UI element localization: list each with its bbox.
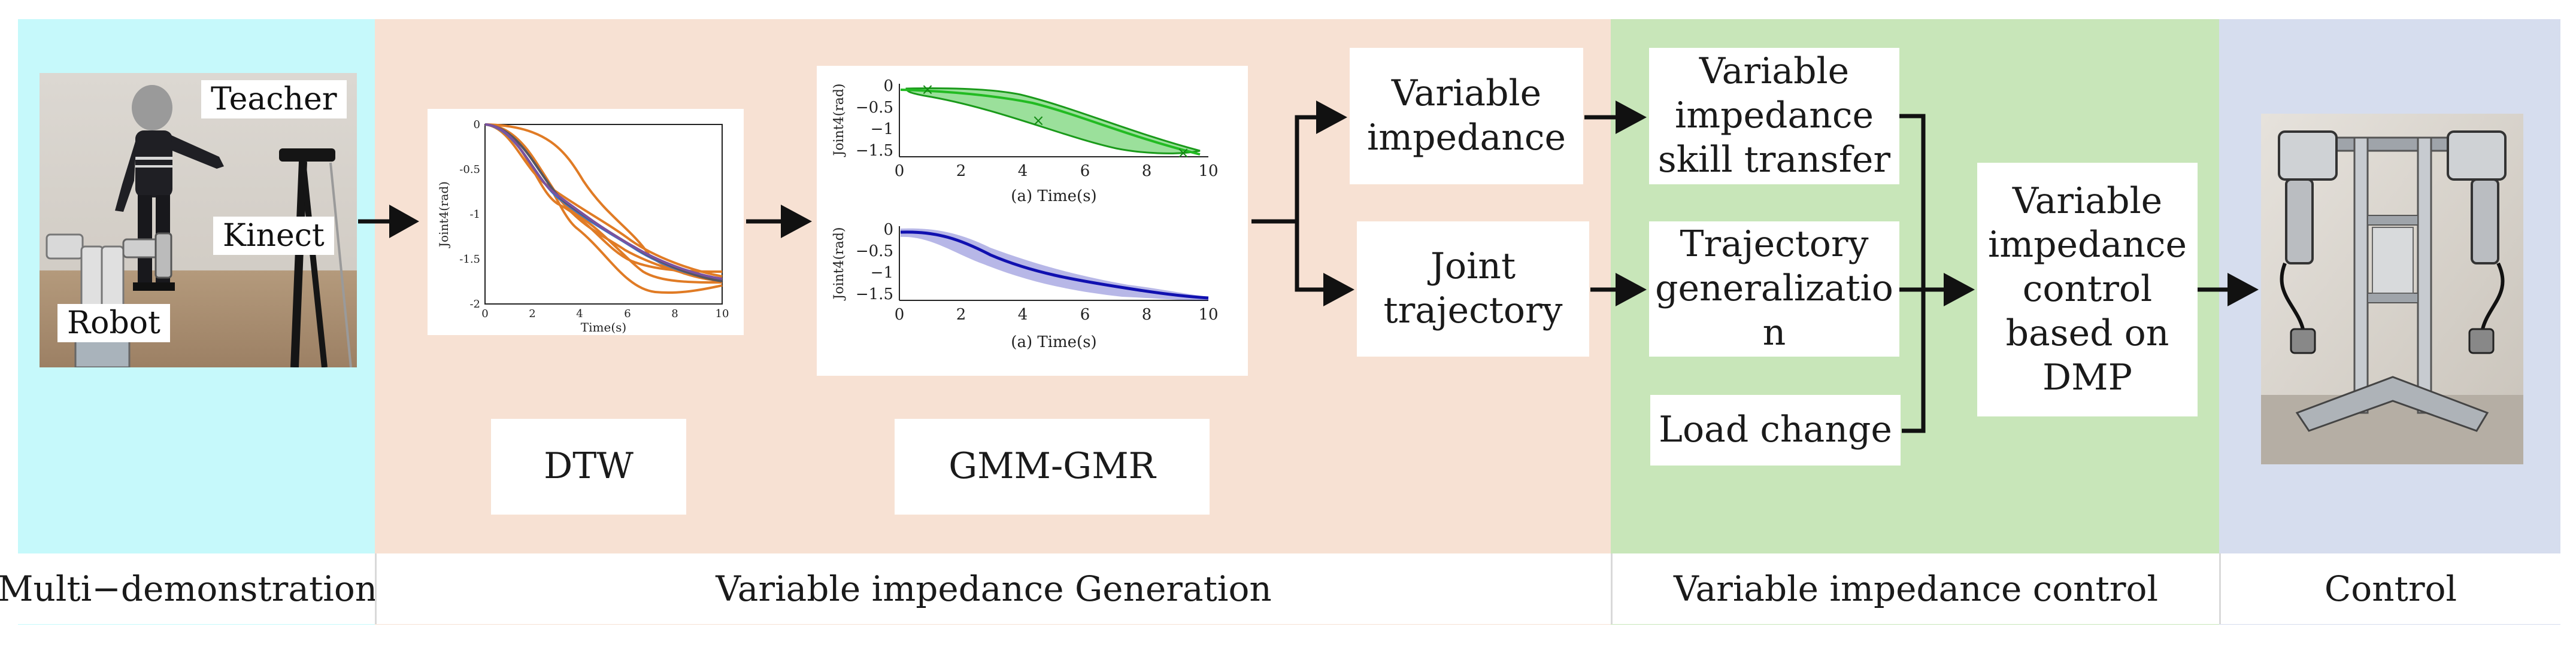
gmm-bottom-ylabel: Joint4(rad) xyxy=(832,227,847,301)
gmm-center-marker: × xyxy=(1177,144,1190,162)
gmm-bottom-xtick: 6 xyxy=(1080,306,1090,324)
dtw-curve xyxy=(484,123,723,278)
gmm-bottom-ytick: 0 xyxy=(883,221,893,239)
stage-label-demonstrations: Multi−demonstrations xyxy=(0,553,395,624)
gmm-bottom-xtick: 0 xyxy=(895,306,905,324)
gmm-top-ytick: −0.5 xyxy=(856,99,893,117)
gmm-top-xtick: 0 xyxy=(895,162,905,180)
gmm-center-marker: × xyxy=(921,81,934,99)
dmp-control-node: Variable impedance control based on DMP xyxy=(1977,163,2198,416)
dtw-plot-frame xyxy=(484,124,723,305)
dtw-label: DTW xyxy=(491,419,686,515)
variable-impedance-node: Variable impedance xyxy=(1350,48,1583,184)
joint-trajectory-node: Joint trajectory xyxy=(1357,221,1589,357)
gmm-top-xtick: 10 xyxy=(1198,162,1218,180)
dtw-curve xyxy=(484,123,723,294)
gmm-gmr-label: GMM-GMR xyxy=(895,419,1210,515)
gmm-top-ytick: 0 xyxy=(883,77,893,95)
gmm-bottom-xtick: 8 xyxy=(1142,306,1152,324)
gmm-bottom-xtick: 4 xyxy=(1018,306,1028,324)
arrowhead xyxy=(2228,273,2259,306)
arrowhead xyxy=(1316,101,1347,134)
dtw-ytick: -2 xyxy=(469,298,480,311)
gmm-top-ytick: −1.5 xyxy=(856,142,893,160)
gmm-center-marker: × xyxy=(1032,112,1045,130)
dtw-ytick: -1.5 xyxy=(459,253,480,266)
arrowhead xyxy=(1616,101,1647,134)
load-change-node: Load change xyxy=(1650,395,1901,466)
dtw-xtick: 0 xyxy=(481,308,488,320)
gmm-bottom-xlabel: (a) Time(s) xyxy=(1011,333,1096,351)
dtw-ytick: -1 xyxy=(469,208,480,221)
dtw-xtick: 6 xyxy=(624,308,631,320)
dtw-curve xyxy=(484,123,723,280)
dtw-ytick: 0 xyxy=(474,118,480,131)
arrowhead xyxy=(1323,273,1354,306)
arrow-to-joint-trajectory xyxy=(1295,221,1323,292)
dtw-curve xyxy=(484,123,723,282)
stage-separator xyxy=(2219,553,2221,624)
stage-label-control: Control xyxy=(2221,553,2560,624)
gmm-gmr-plot: 0 −0.5 −1 −1.5 0 2 4 6 8 10 (a) Time(s) … xyxy=(817,66,1248,376)
stage-separator xyxy=(375,553,377,624)
demonstration-photo: Teacher Kinect Robot xyxy=(40,73,357,367)
arrow-to-variable-impedance xyxy=(1295,115,1316,221)
dtw-plot: 0 -0.5 -1 -1.5 -2 0 2 4 6 8 10 Time(s) J… xyxy=(428,109,744,335)
stage-separator xyxy=(1611,553,1613,624)
arrowhead xyxy=(1944,273,1975,306)
gmm-bottom-ytick: −0.5 xyxy=(856,242,893,260)
gmm-ellipse xyxy=(905,87,1201,154)
gmm-top-xlabel: (a) Time(s) xyxy=(1011,187,1096,205)
gmm-bottom-xtick: 2 xyxy=(956,306,966,324)
gmm-top-xtick: 6 xyxy=(1080,162,1090,180)
gmm-top-ylabel: Joint4(rad) xyxy=(832,84,847,157)
exoskeleton-photo xyxy=(2261,114,2523,464)
trajectory-generalization-node: Trajectory generalizatio n xyxy=(1649,221,1899,357)
gmm-top-xtick: 4 xyxy=(1018,162,1028,180)
skill-transfer-node: Variable impedance skill transfer xyxy=(1649,48,1899,184)
dtw-xtick: 10 xyxy=(716,308,729,320)
kinect-label: Kinect xyxy=(213,217,334,255)
gmr-variance-band xyxy=(901,228,1208,300)
arrowhead xyxy=(1616,273,1647,306)
arrowhead xyxy=(781,205,812,238)
arrowhead xyxy=(389,205,419,238)
dtw-xtick: 2 xyxy=(529,308,535,320)
dtw-xtick: 4 xyxy=(576,308,583,320)
teacher-label: Teacher xyxy=(201,80,347,118)
gmm-bottom-ytick: −1 xyxy=(871,264,893,282)
gmm-top-xtick: 2 xyxy=(956,162,966,180)
merge-bracket xyxy=(1899,114,1926,433)
dtw-ytick: -0.5 xyxy=(459,163,480,176)
stage-label-impedance-control: Variable impedance control xyxy=(1613,553,2219,624)
dtw-ylabel: Joint4(rad) xyxy=(437,181,451,248)
dtw-xtick: 8 xyxy=(671,308,678,320)
stage-label-generation: Variable impedance Generation xyxy=(377,553,1611,624)
gmm-mean xyxy=(900,89,1201,156)
dtw-xlabel: Time(s) xyxy=(581,320,626,334)
gmm-bottom-ytick: −1.5 xyxy=(856,285,893,303)
gmr-mean xyxy=(900,230,1209,300)
gmm-top-ytick: −1 xyxy=(871,120,893,138)
gmm-bottom-xtick: 10 xyxy=(1198,306,1218,324)
gmm-top-xtick: 8 xyxy=(1142,162,1152,180)
robot-label: Robot xyxy=(57,304,170,342)
